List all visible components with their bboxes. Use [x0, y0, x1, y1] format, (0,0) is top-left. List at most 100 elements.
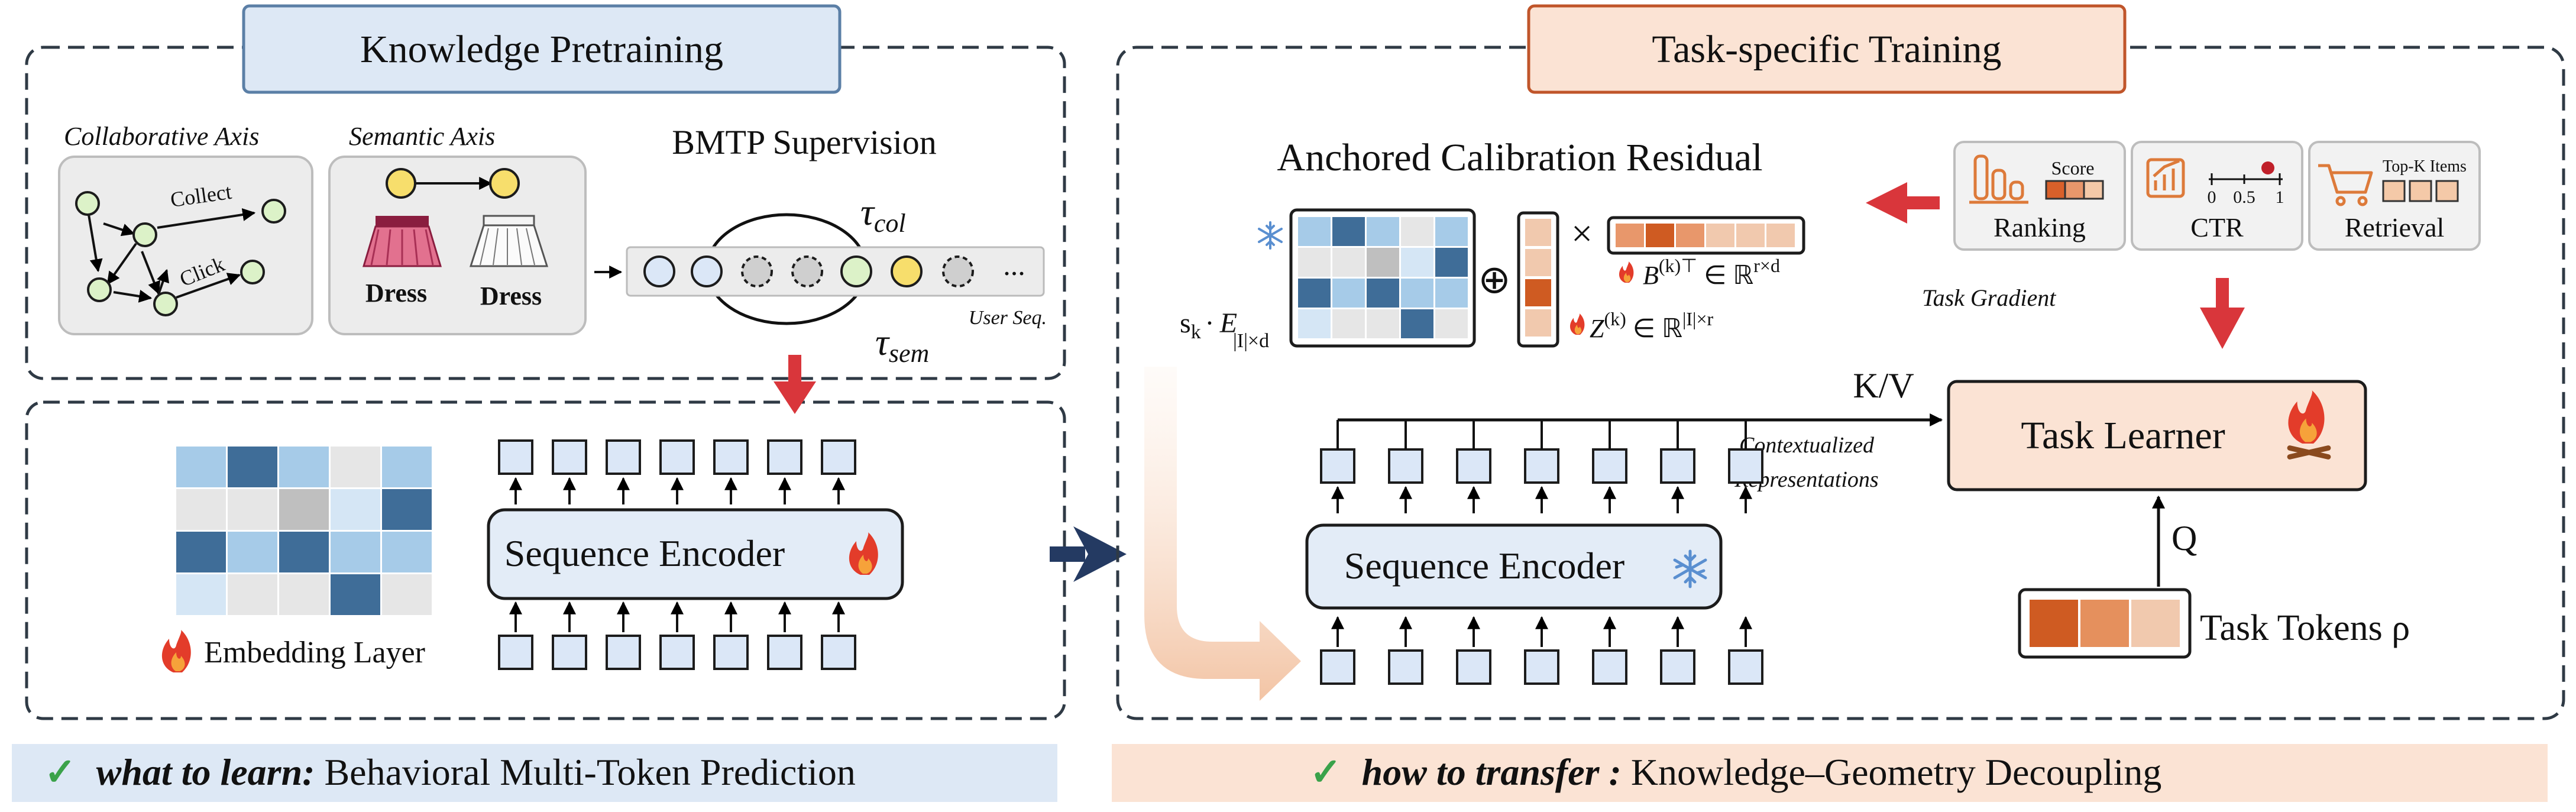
collab-axis-label: Collaborative Axis	[64, 122, 259, 151]
footer-left-bg	[12, 744, 1057, 802]
matrix-cell	[1401, 279, 1433, 308]
z-cell	[1525, 249, 1551, 276]
embedding-label: Embedding Layer	[204, 636, 425, 669]
encoder-right-bottom-tokens	[1320, 616, 1763, 685]
encoder-token	[606, 439, 641, 475]
snowflake-icon-matrix	[1258, 221, 1283, 250]
matrix-cell	[1367, 248, 1399, 277]
b-formula: B(k)⊤ ∈ ℝr×d	[1643, 255, 1780, 290]
ctr-dot	[2261, 161, 2274, 174]
task-token	[2030, 600, 2078, 647]
encoder-token	[498, 439, 533, 475]
encoder-token	[1524, 649, 1559, 685]
embedding-cell	[176, 447, 226, 487]
encoder-token	[659, 635, 695, 670]
fire-icon-encoder-left	[849, 532, 878, 575]
seq-token	[840, 255, 872, 287]
encoder-token	[1524, 448, 1559, 484]
seq-ellipsis: ...	[1003, 248, 1025, 282]
growth-chart-icon	[2146, 158, 2185, 198]
matrix-cell	[1298, 248, 1331, 277]
task-retrieval-box: Top-K Items Retrieval	[2308, 141, 2481, 251]
embedding-grid	[176, 447, 432, 615]
embedding-cell	[331, 532, 380, 572]
encoder-token	[1456, 649, 1491, 685]
task-gradient-label: Task Gradient	[1922, 284, 2056, 311]
e-subscript: |I|×d	[1233, 330, 1269, 352]
matrix-cell	[1332, 279, 1365, 308]
ctr-tick-05: 0.5	[2233, 187, 2255, 207]
acr-title: Anchored Calibration Residual	[1277, 136, 1762, 179]
encoder-token	[1592, 649, 1627, 685]
z-cell	[1525, 279, 1551, 306]
encoder-token	[713, 635, 749, 670]
collab-nodes	[75, 191, 286, 316]
frozen-matrix-cells	[1298, 217, 1468, 338]
matrix-cell	[1298, 217, 1331, 246]
encoder-token	[606, 635, 641, 670]
fire-icon-b	[1619, 261, 1634, 283]
topk-label: Top-K Items	[2383, 157, 2467, 176]
footer-left: ✓ what to learn: Behavioral Multi-Token …	[44, 751, 856, 793]
bar-chart-icon	[1969, 154, 2028, 204]
embedding-cell	[176, 574, 226, 615]
kv-label: K/V	[1853, 366, 1914, 405]
fire-icon-z	[1569, 313, 1585, 335]
collab-axis-box	[58, 156, 313, 335]
footer-right-bg	[1112, 744, 2548, 802]
fire-icon-embedding	[161, 630, 191, 672]
times-symbol: ×	[1571, 212, 1593, 254]
task-learner	[1947, 380, 2367, 491]
encoder-token	[1388, 649, 1423, 685]
embedding-cell	[382, 489, 432, 530]
seq-token	[891, 255, 923, 287]
b-cell	[1676, 224, 1704, 247]
sk-e-label: sk· E	[1180, 308, 1237, 343]
embedding-cell	[331, 447, 380, 487]
red-arrow-down-right	[2200, 278, 2245, 349]
embedding-cell	[228, 489, 277, 530]
encoder-left-bottom-tokens	[498, 601, 856, 670]
matrix-cell	[1401, 309, 1433, 338]
embedding-cell	[228, 574, 277, 615]
sequence-encoder-left	[487, 508, 904, 600]
embedding-cell	[279, 447, 329, 487]
white-skirt-icon	[469, 215, 549, 267]
user-seq-tokens	[643, 255, 974, 287]
task-ctr-label: CTR	[2190, 212, 2244, 242]
embedding-cell	[279, 532, 329, 572]
matrix-cell	[1401, 217, 1433, 246]
task-token	[2131, 600, 2180, 647]
encoder-token	[1728, 448, 1763, 484]
campfire-icon	[2287, 390, 2331, 460]
b-cell	[1706, 224, 1734, 247]
encoder-token	[552, 635, 587, 670]
ctr-tick-1: 1	[2276, 187, 2284, 207]
task-ranking-label: Ranking	[1994, 212, 2086, 242]
matrix-cell	[1367, 217, 1399, 246]
oplus-symbol: ⊕	[1478, 258, 1510, 302]
ctr-tick-0: 0	[2208, 187, 2216, 207]
matrix-cell	[1298, 279, 1331, 308]
task-ranking-box: Score Ranking	[1953, 141, 2126, 251]
embedding-cell	[382, 532, 432, 572]
embedding-cell	[382, 447, 432, 487]
seq-token	[942, 255, 974, 287]
z-formula: Z(k) ∈ ℝ|I|×r	[1590, 308, 1714, 343]
matrix-cell	[1332, 217, 1365, 246]
matrix-cell	[1435, 217, 1468, 246]
user-seq-label: User Seq.	[969, 307, 1047, 329]
graph-node	[261, 199, 286, 224]
pretrain-title-box	[242, 4, 842, 94]
b-cell	[1736, 224, 1765, 247]
cart-icon	[2318, 164, 2373, 206]
bmtp-title: BMTP Supervision	[672, 123, 936, 161]
task-title: Task-specific Training	[1652, 28, 2001, 71]
graph-node	[240, 260, 265, 284]
graph-node	[87, 277, 112, 302]
sequence-encoder-right	[1305, 523, 1723, 610]
matrix-cell	[1435, 309, 1468, 338]
pretrain-title: Knowledge Pretraining	[360, 28, 723, 71]
graph-node	[75, 191, 100, 216]
